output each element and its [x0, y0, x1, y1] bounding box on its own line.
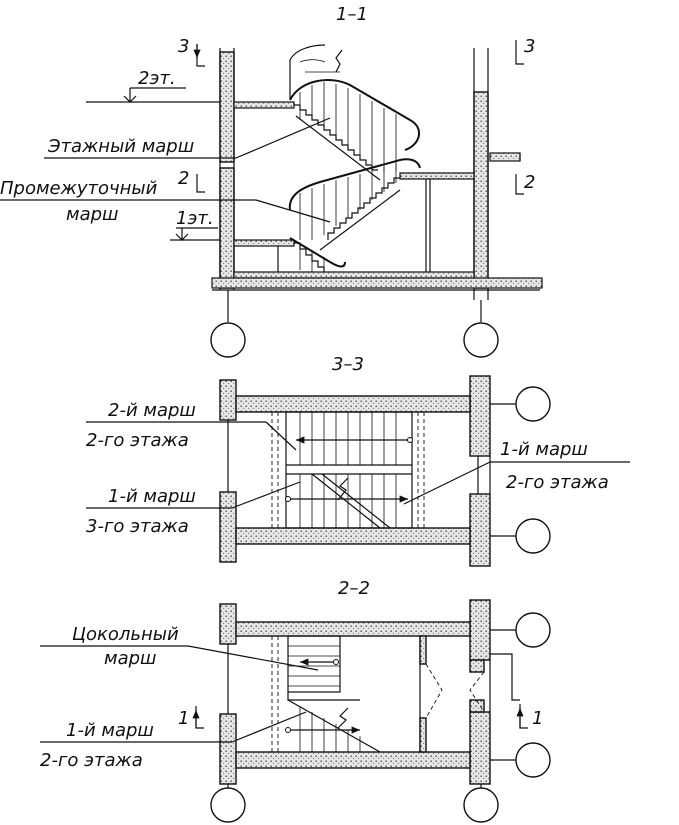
label-basement-a: Цокольный: [72, 624, 179, 645]
section-mark-1-right: 1: [532, 708, 543, 729]
axis-bubble-left-1: [210, 322, 246, 358]
axis-bubble-33-top: [515, 386, 551, 422]
label-flight1-floor2-c: 1-й марш: [66, 720, 154, 741]
label-flight2-floor2-a: 2-й марш: [108, 400, 196, 421]
label-intermediate-1: Промежуточный: [0, 178, 158, 199]
label-floor-flight: Этажный марш: [47, 136, 194, 157]
axis-bubble-right-1: [463, 322, 499, 358]
right-wall: [473, 91, 489, 289]
label-basement-b: марш: [104, 648, 157, 669]
section-mark-2-right: 2: [524, 172, 535, 193]
axis-bubble-22-left: [210, 787, 246, 823]
left-wall-upper: [219, 51, 235, 163]
axis-bubble-22-top: [515, 612, 551, 648]
section-1-1: 1–1: [0, 4, 543, 358]
level-floor2: 2эт.: [138, 68, 176, 89]
axis-bubble-22-right: [463, 787, 499, 823]
section-2-2: 2–2: [40, 578, 551, 823]
landing-floor2: [233, 101, 295, 109]
label-flight2-floor2-b: 2-го этажа: [86, 430, 189, 451]
section-title-3-3: 3–3: [332, 354, 364, 375]
section-3-3: 3–3: [86, 354, 630, 567]
plan22-bottom-wall: [235, 751, 471, 769]
left-wall-lower: [219, 167, 235, 289]
plan33-top-wall: [235, 395, 471, 413]
plan22-door-swing-right: [469, 671, 485, 713]
label-flight1-floor3-b: 3-го этажа: [86, 516, 189, 537]
plan22-break-mark: [337, 707, 349, 729]
label-flight1-floor2-d: 2-го этажа: [40, 750, 143, 771]
intermediate-flight-handrail: [288, 158, 421, 211]
plan22-door-swing-left: [425, 663, 443, 719]
landing-floor1: [233, 239, 295, 247]
section-mark-2-left: 2: [178, 168, 189, 189]
landing-intermediate: [399, 172, 475, 180]
section-mark-1-left: 1: [178, 708, 189, 729]
plan33-upper-treads: [299, 412, 397, 465]
plan33-lower-treads: [299, 474, 397, 528]
axis-bubble-22-bottom: [515, 742, 551, 778]
plan33-bottom-wall: [235, 527, 471, 545]
plan22-flight-treads: [299, 706, 361, 752]
section-title-1-1: 1–1: [336, 4, 368, 25]
floor-flight-handrail: [289, 79, 420, 151]
break-mark: [335, 49, 343, 73]
plan33-break-mark: [337, 477, 349, 501]
intermediate-flight-steps: [327, 177, 400, 240]
label-intermediate-2: марш: [66, 204, 119, 225]
level-floor1: 1эт.: [176, 208, 214, 229]
label-flight1-floor2-b: 2-го этажа: [506, 472, 609, 493]
plan22-top-wall: [235, 621, 471, 637]
axis-bubble-33-bottom: [515, 518, 551, 554]
label-flight1-floor2-a: 1-й марш: [500, 439, 588, 460]
label-flight1-floor3-a: 1-й марш: [108, 486, 196, 507]
section-mark-3-left: 3: [178, 36, 189, 57]
section-mark-3-right: 3: [524, 36, 535, 57]
lower-flight-steps: [294, 242, 325, 272]
section-title-2-2: 2–2: [338, 578, 370, 599]
